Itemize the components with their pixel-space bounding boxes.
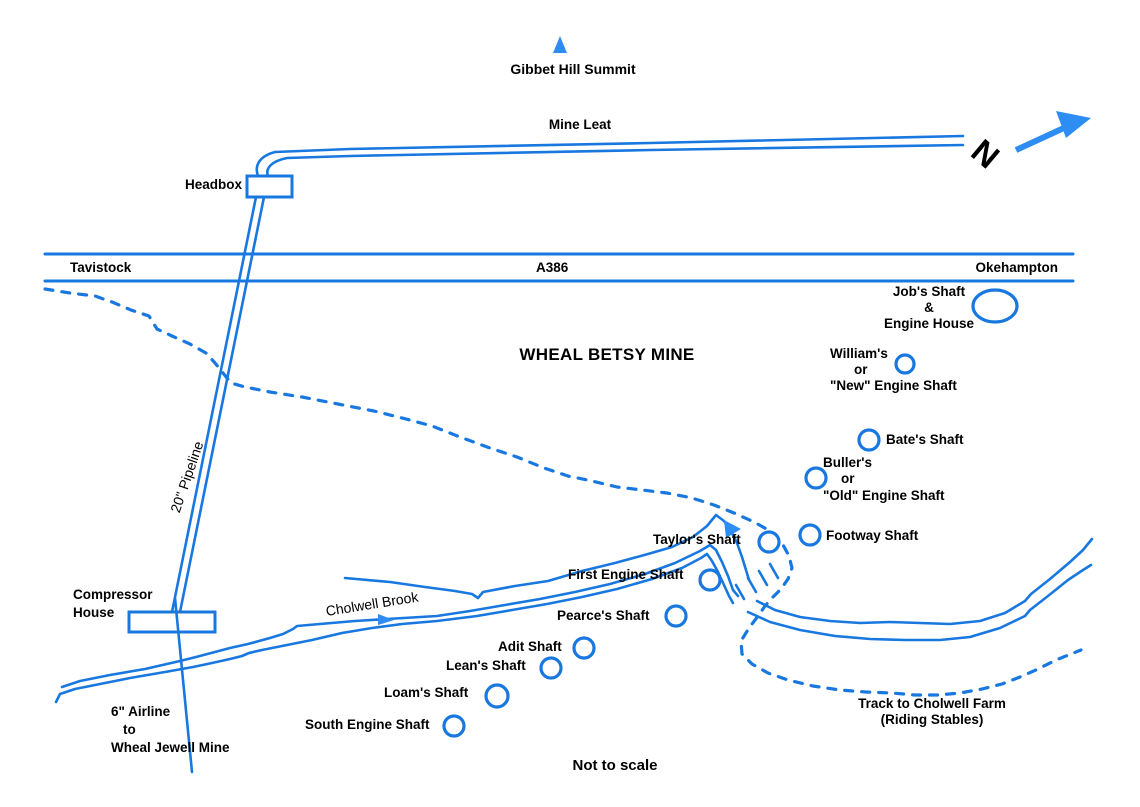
jobs-shaft-label: Job's Shaft & Engine House	[883, 284, 975, 331]
compressor-house-label-2: House	[73, 605, 115, 620]
pearces-shaft-label: Pearce's Shaft	[557, 608, 650, 623]
road-label-okehampton: Okehampton	[975, 260, 1058, 275]
road-a386-lines	[43, 252, 1075, 283]
williams-shaft-label-3: "New" Engine Shaft	[830, 378, 957, 393]
airline-label-3: Wheal Jewell Mine	[111, 740, 230, 755]
williams-shaft-label-2: or	[854, 362, 868, 377]
bates-shaft-label: Bate's Shaft	[886, 432, 964, 447]
compressor-house-label-1: Compressor	[73, 587, 153, 602]
bates-shaft-marker	[857, 428, 881, 452]
shaft-markers	[442, 288, 1019, 738]
gibbet-hill-summit-label: Gibbet Hill Summit	[510, 61, 636, 77]
taylors-shaft-label: Taylor's Shaft	[653, 532, 741, 547]
south-engine-shaft-label: South Engine Shaft	[305, 717, 430, 732]
taylors-shaft-marker	[757, 530, 781, 554]
map-title: WHEAL BETSY MINE	[519, 345, 695, 364]
williams-shaft-marker	[894, 353, 916, 375]
loams-shaft-label: Loam's Shaft	[384, 685, 469, 700]
north-arrow-icon	[1014, 111, 1091, 153]
brook-flow-arrow-bend	[724, 520, 741, 538]
first-engine-shaft-marker	[698, 568, 722, 592]
jobs-shaft-marker	[971, 288, 1019, 324]
williams-shaft-label-1: William's	[830, 346, 888, 361]
summit-triangle-icon	[553, 36, 567, 53]
road-label-a386: A386	[536, 260, 569, 275]
farm-track-label: Track to Cholwell Farm (Riding Stables)	[858, 696, 1006, 727]
leans-shaft-marker	[539, 656, 563, 680]
pearces-shaft-marker	[664, 604, 688, 628]
brook-flow-arrow-west	[378, 614, 394, 625]
first-engine-shaft-label: First Engine Shaft	[568, 567, 684, 582]
adit-shaft-marker	[572, 636, 596, 660]
airline-label-2: to	[123, 722, 136, 737]
pipeline-lines	[170, 195, 266, 614]
airline-label-1: 6" Airline	[111, 704, 171, 719]
leans-shaft-label: Lean's Shaft	[446, 658, 526, 673]
headbox-rect	[245, 174, 294, 199]
adit-shaft-label: Adit Shaft	[498, 639, 562, 654]
mine-leat-lines	[255, 134, 965, 178]
bullers-shaft-label-1: Buller's	[823, 455, 872, 470]
airline-line	[173, 596, 194, 774]
mine-leat-label: Mine Leat	[548, 117, 612, 132]
loams-shaft-marker	[484, 683, 510, 709]
cholwell-brook-lines	[54, 513, 1094, 704]
bullers-shaft-label-2: or	[841, 471, 855, 486]
road-label-tavistock: Tavistock	[70, 260, 132, 275]
headbox-label: Headbox	[184, 177, 242, 192]
track-dashed-line	[43, 287, 1083, 697]
brook-crossing-ticks	[734, 562, 780, 601]
compressor-house-rect	[127, 610, 217, 634]
south-engine-shaft-marker	[442, 714, 466, 738]
footway-shaft-label: Footway Shaft	[826, 528, 919, 543]
scale-note: Not to scale	[572, 757, 658, 774]
bullers-shaft-label-3: "Old" Engine Shaft	[823, 488, 945, 503]
footway-shaft-marker	[798, 523, 822, 547]
bullers-shaft-marker	[804, 466, 828, 490]
